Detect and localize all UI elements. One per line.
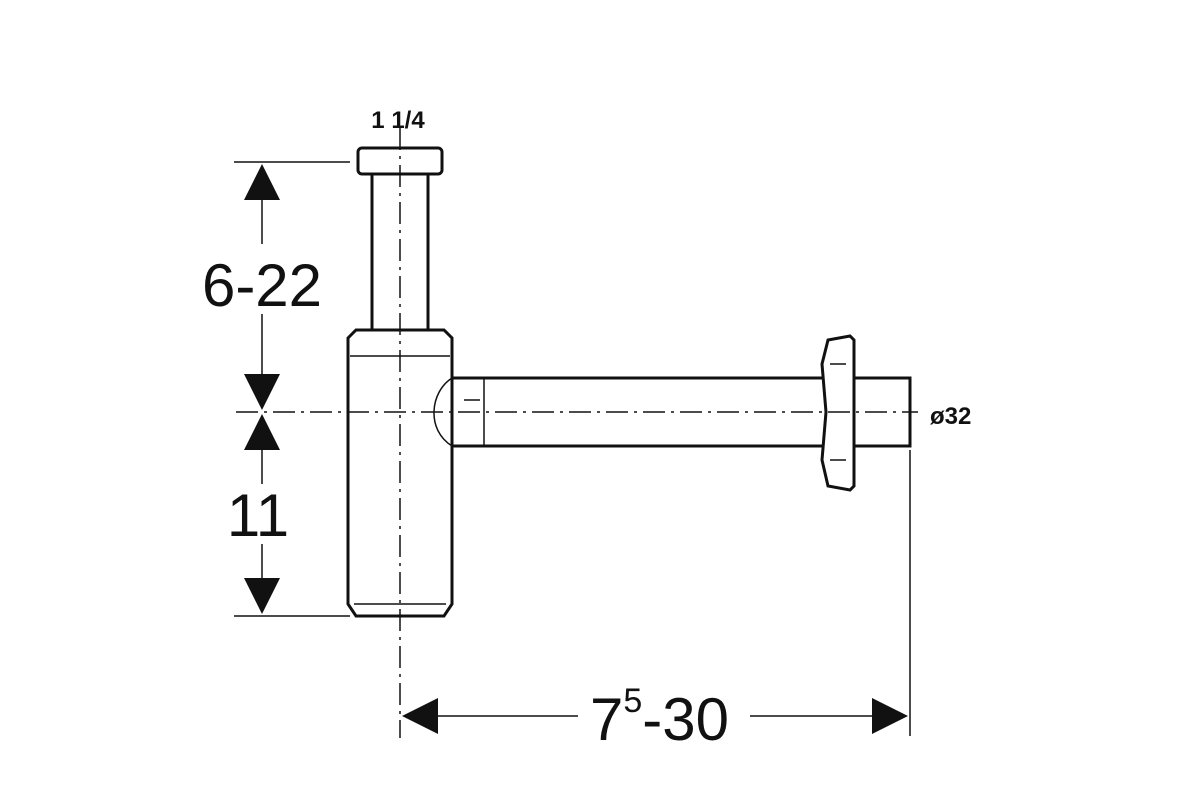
- depth-dimension: [244, 414, 280, 614]
- length-dimension: [402, 698, 908, 734]
- extension-lines: [234, 161, 911, 736]
- center-lines: [236, 128, 918, 738]
- length-superscript: 5: [623, 682, 642, 720]
- length-range-label: 75-30: [590, 682, 729, 753]
- wall-flange: [820, 334, 856, 492]
- height-dimension: [244, 164, 280, 410]
- inlet-thread-label: 1 1/4: [371, 107, 425, 134]
- length-main: 7: [590, 686, 623, 753]
- height-range-label: 6-22: [202, 252, 322, 319]
- trap-body: [346, 328, 480, 618]
- arrow-up-icon: [244, 164, 280, 200]
- arrow-down-icon: [244, 374, 280, 410]
- arrow-right-icon: [872, 698, 908, 734]
- arrow-up-icon: [244, 414, 280, 450]
- arrow-left-icon: [402, 698, 438, 734]
- outlet-diameter-label: ø32: [930, 403, 971, 430]
- trap-depth-label: 11: [227, 482, 289, 549]
- arrow-down-icon: [244, 578, 280, 614]
- length-rest: -30: [642, 686, 729, 753]
